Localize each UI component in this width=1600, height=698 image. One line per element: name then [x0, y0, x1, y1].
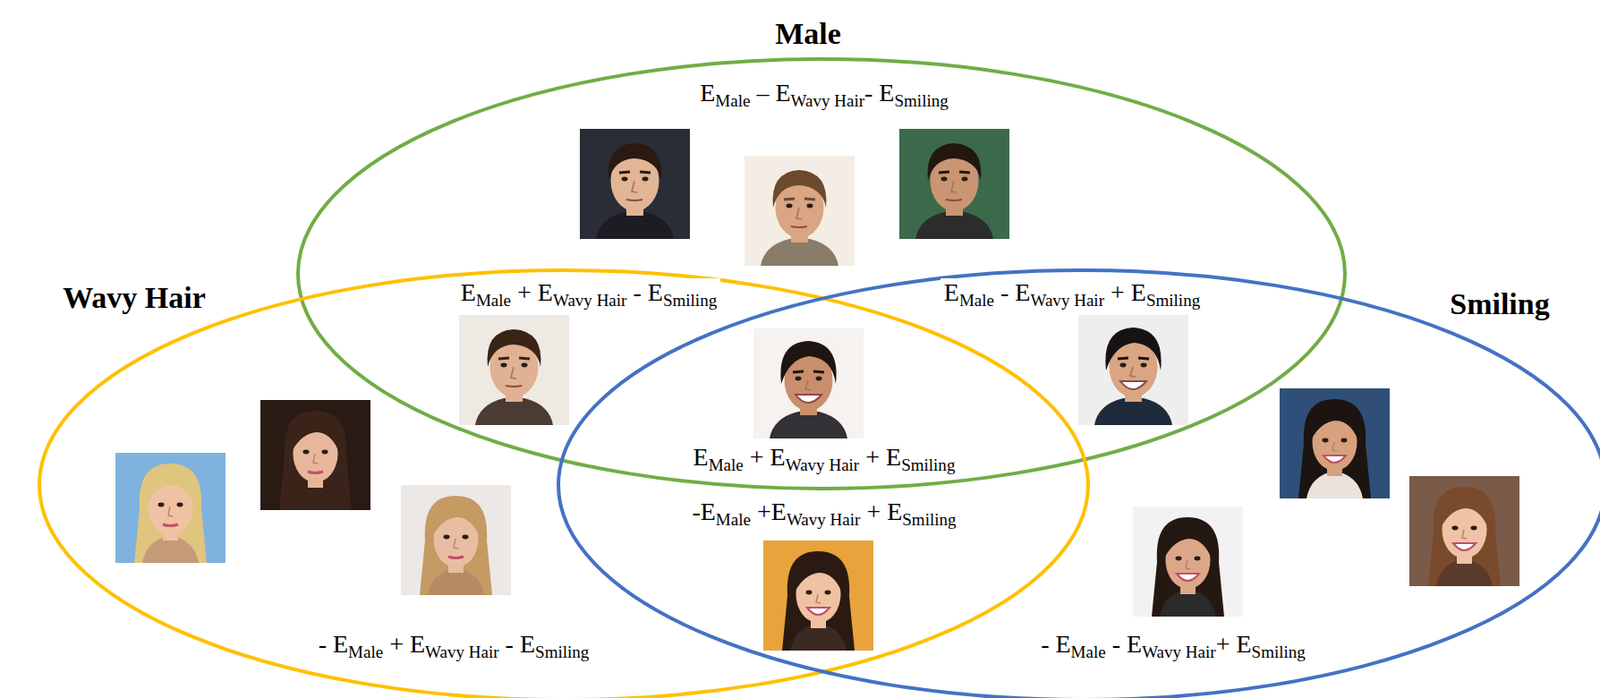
region-formula: - EMale - EWavy Hair+ ESmiling	[1037, 629, 1310, 663]
set-title: Wavy Hair	[62, 280, 206, 315]
subscript: Wavy Hair	[786, 510, 861, 529]
subscript: Male	[1071, 642, 1107, 662]
subscript: Smiling	[901, 455, 955, 475]
formula-part: - E	[499, 629, 536, 658]
region-formula: -EMale +EWavy Hair + ESmiling	[688, 497, 960, 530]
venn-set: Smiling- EMale - EWavy Hair+ ESmiling	[556, 268, 1600, 698]
face-photo	[1409, 476, 1520, 587]
formula-part: – E	[749, 78, 791, 107]
formula-part: - E	[318, 629, 349, 658]
formula-part: + E	[1104, 278, 1147, 307]
face-photo	[744, 155, 855, 266]
set-title: Smiling	[1449, 287, 1549, 321]
subscript: Male	[959, 290, 995, 310]
region-formula: EMale + EWavy Hair - ESmiling	[457, 278, 721, 311]
subscript: Smiling	[1146, 290, 1200, 310]
subscript: Male	[348, 642, 383, 662]
formula-part: - E	[1106, 629, 1142, 658]
face-photo	[763, 540, 874, 651]
formula-part: + E	[859, 497, 903, 526]
subscript: Smiling	[535, 642, 589, 662]
region-formula: EMale + EWavy Hair + ESmiling	[689, 442, 960, 476]
subscript: Male	[708, 455, 744, 475]
subscript: Smiling	[663, 290, 717, 310]
subscript: Male	[715, 510, 751, 529]
formula-part: + E	[743, 442, 786, 471]
face-photo	[400, 485, 511, 596]
formula-part: +E	[750, 497, 787, 526]
subscript: Wavy Hair	[1029, 290, 1105, 310]
subscript: Smiling	[893, 91, 948, 111]
face-photo	[1078, 314, 1189, 426]
face-photo	[753, 328, 864, 439]
face-photo	[115, 452, 226, 563]
subscript: Male	[476, 290, 511, 310]
formula-part: - E	[864, 78, 894, 107]
formula-part: - E	[1040, 629, 1071, 658]
face-photo	[899, 128, 1010, 239]
set-ellipse	[39, 270, 1089, 698]
formula-part: E	[699, 78, 715, 107]
region-formula: - EMale + EWavy Hair - ESmiling	[314, 629, 594, 663]
face-photo	[579, 128, 690, 239]
face-photo	[260, 400, 371, 511]
formula-part: - E	[994, 278, 1030, 307]
formula-part: + E	[859, 442, 902, 471]
subscript: Wavy Hair	[425, 642, 500, 662]
formula-part: E	[944, 278, 960, 307]
subscript: Smiling	[1251, 642, 1306, 662]
formula-part: E	[693, 442, 709, 471]
face-photo	[1279, 388, 1390, 499]
formula-part: - E	[626, 278, 663, 307]
formula-part: + E	[382, 629, 426, 658]
face-photo	[1132, 506, 1243, 617]
formula-part: -E	[691, 497, 715, 526]
subscript: Male	[714, 91, 750, 111]
set-ellipse	[558, 270, 1600, 698]
subscript: Wavy Hair	[553, 290, 628, 310]
subscript: Wavy Hair	[1141, 642, 1217, 662]
venn-set: Wavy Hair- EMale + EWavy Hair - ESmiling	[37, 268, 1090, 698]
region-formula: EMale – EWavy Hair- ESmiling	[696, 78, 953, 111]
subscript: Wavy Hair	[791, 91, 866, 111]
subscript: Wavy Hair	[785, 455, 860, 475]
face-photo	[459, 314, 570, 426]
formula-part: E	[460, 278, 477, 307]
formula-part: + E	[1216, 629, 1252, 658]
subscript: Smiling	[902, 510, 956, 529]
formula-part: + E	[510, 278, 554, 307]
region-formula: EMale - EWavy Hair + ESmiling	[940, 278, 1204, 311]
set-title: Male	[774, 17, 842, 51]
